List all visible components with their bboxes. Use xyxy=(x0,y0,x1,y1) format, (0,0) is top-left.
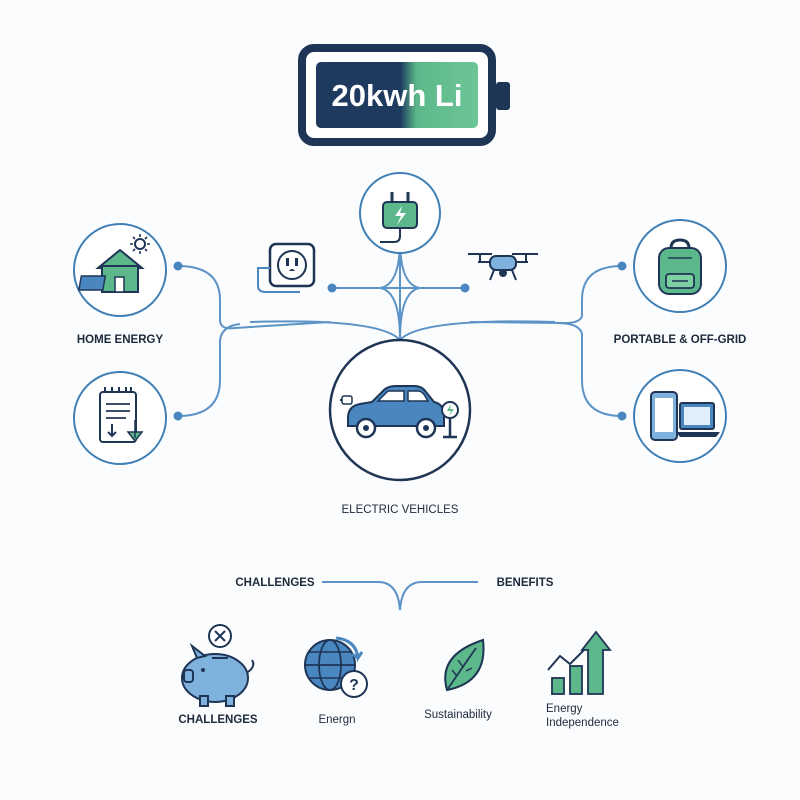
devices-icon xyxy=(650,391,720,441)
piggy-bank-item xyxy=(181,624,255,707)
plug-node xyxy=(359,172,441,254)
svg-text:?: ? xyxy=(349,677,359,694)
home-energy-label: HOME ENERGY xyxy=(77,334,164,346)
portable-label: PORTABLE & OFF-GRID xyxy=(614,334,747,346)
growth-chart-item xyxy=(547,630,612,695)
devices-node xyxy=(633,369,727,463)
connector-dot xyxy=(173,261,183,271)
outlet-icon xyxy=(257,242,316,293)
connector-dot xyxy=(327,283,337,293)
document-node xyxy=(73,371,167,465)
connector-dot xyxy=(460,283,470,293)
portable-node xyxy=(633,219,727,313)
branch-benefits-label: BENEFITS xyxy=(497,577,554,589)
electric-vehicles-label: ELECTRIC VEHICLES xyxy=(342,504,459,516)
plug-icon xyxy=(380,192,418,243)
piggy-bank-icon xyxy=(181,642,255,707)
branch-brace xyxy=(322,581,478,611)
independence-item-label-line1: Energy xyxy=(546,703,583,715)
electric-vehicles-node xyxy=(328,338,472,482)
globe-question-item: ? xyxy=(304,636,368,698)
battery-label: 20kwh Li xyxy=(332,78,463,113)
challenges-item-label: CHALLENGES xyxy=(178,714,258,726)
house-solar-icon xyxy=(77,234,150,293)
home-energy-node xyxy=(73,223,167,317)
charging-station-icon xyxy=(441,401,459,439)
branch-challenges-label: CHALLENGES xyxy=(235,577,315,589)
leaf-icon xyxy=(444,638,485,692)
sustainability-item-label: Sustainability xyxy=(424,709,492,721)
connector-dot xyxy=(617,261,627,271)
growth-chart-icon xyxy=(547,630,612,695)
leaf-item xyxy=(444,638,485,692)
electric-car-icon xyxy=(340,385,445,439)
drone-icon xyxy=(468,253,538,281)
backpack-icon xyxy=(658,238,702,295)
battery-icon xyxy=(298,44,510,146)
connector-dot xyxy=(617,411,627,421)
document-icon xyxy=(99,387,144,443)
close-icon xyxy=(208,624,232,648)
globe-question-icon: ? xyxy=(304,636,368,698)
independence-item-label-line2: Independence xyxy=(546,717,619,729)
connector-dot xyxy=(173,411,183,421)
energy-item-label: Energn xyxy=(318,714,355,726)
